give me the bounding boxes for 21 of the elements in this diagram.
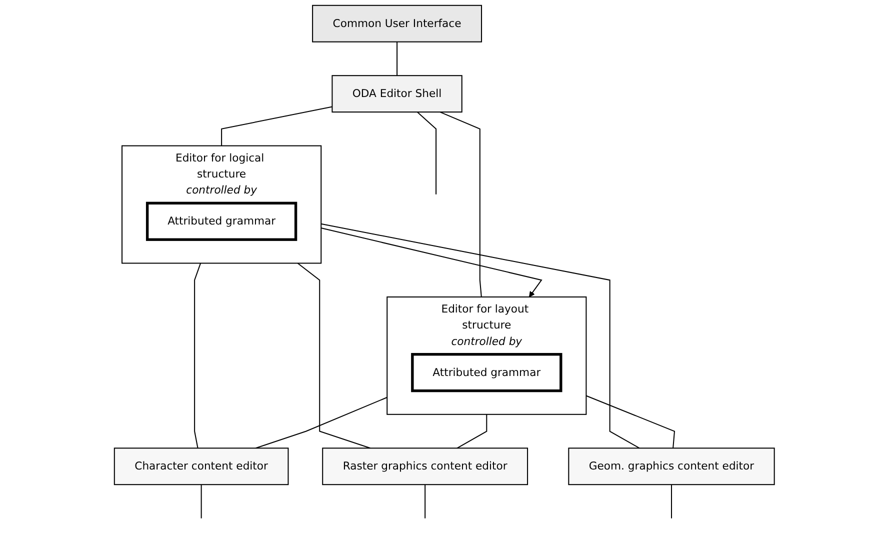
node-box: Character content editor — [114, 448, 289, 486]
connector — [586, 395, 676, 448]
connector — [321, 223, 640, 449]
node-box: Attributed grammar — [146, 202, 298, 241]
arrow — [321, 228, 542, 298]
node-box: ODA Editor Shell — [332, 75, 462, 113]
node-box: Common User Interface — [312, 4, 482, 42]
connector — [194, 263, 202, 448]
connector — [200, 484, 202, 518]
connector — [424, 484, 426, 518]
node-box: Attributed grammar — [411, 352, 562, 392]
connector — [417, 112, 437, 194]
node-box: Raster graphics content editor — [322, 448, 528, 486]
connector — [671, 484, 672, 518]
connector — [256, 396, 388, 449]
connector — [456, 414, 488, 449]
connector — [221, 106, 332, 146]
connector — [440, 112, 482, 298]
connector — [298, 262, 371, 449]
node-box: Geom. graphics content editor — [568, 448, 775, 486]
connector — [396, 42, 398, 76]
